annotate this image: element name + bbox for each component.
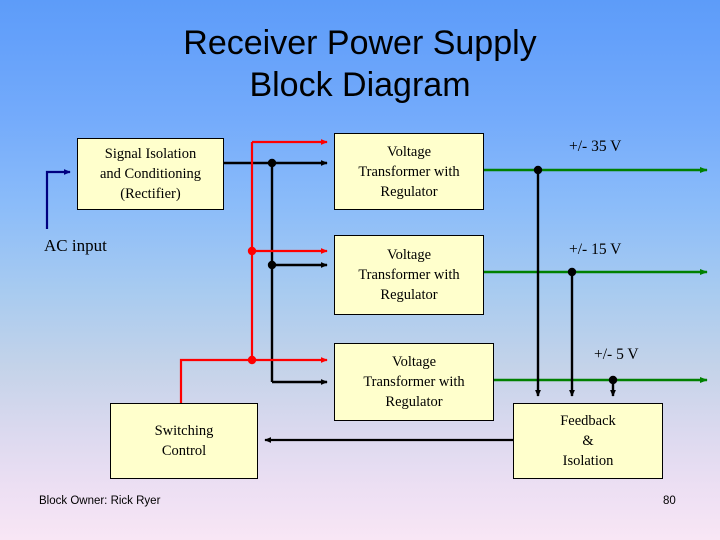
title-line-1: Receiver Power Supply [183,24,537,62]
block-voltage-transformer-3-line-3: Regulator [385,394,443,410]
block-voltage-transformer-1-line-3: Regulator [380,183,438,200]
block-signal-isolation-line-2: and Conditioning [99,166,202,182]
block-switching-control-line-2: Control [161,443,207,459]
title-line-2: Block Diagram [249,66,471,104]
block-voltage-transformer-1[interactable]: Voltage Transformer with Regulator [334,133,484,210]
block-voltage-transformer-3-line-1: Voltage [391,354,437,370]
block-feedback-isolation-line-1: Feedback [560,413,616,429]
block-signal-isolation-line-1: Signal Isolation [104,146,197,162]
block-feedback-isolation[interactable]: Feedback & Isolation [513,403,663,479]
block-voltage-transformer-2-line-1: Voltage [386,247,432,263]
label-rail-35v: +/- 35 V [569,138,622,155]
block-voltage-transformer-3-line-2: Transformer with [363,374,465,390]
block-switching-control-line-1: Switching [154,423,214,439]
block-voltage-transformer-1-line-1: Voltage [386,143,432,160]
block-feedback-isolation-line-3: Isolation [562,453,614,469]
block-signal-isolation[interactable]: Signal Isolation and Conditioning (Recti… [77,138,224,210]
label-ac-input: AC input [44,236,107,255]
wire-black-bus [224,158,328,385]
footer-page-number: 80 [663,495,676,507]
block-voltage-transformer-2-line-2: Transformer with [358,267,460,283]
page-title: Receiver Power Supply Block Diagram [0,22,720,106]
block-signal-isolation-line-3: (Rectifier) [120,186,181,202]
footer-block-owner: Block Owner: Rick Ryer [39,495,161,507]
label-rail-15v: +/- 15 V [569,241,622,258]
block-switching-control[interactable]: Switching Control [110,403,258,479]
label-rail-5v: +/- 5 V [594,346,639,363]
block-voltage-transformer-3[interactable]: Voltage Transformer with Regulator [334,343,494,421]
block-voltage-transformer-2[interactable]: Voltage Transformer with Regulator [334,235,484,315]
block-feedback-isolation-line-2: & [582,433,594,449]
block-voltage-transformer-2-line-3: Regulator [380,287,438,303]
block-voltage-transformer-1-line-2: Transformer with [358,163,460,180]
wire-ac-input [45,169,71,229]
